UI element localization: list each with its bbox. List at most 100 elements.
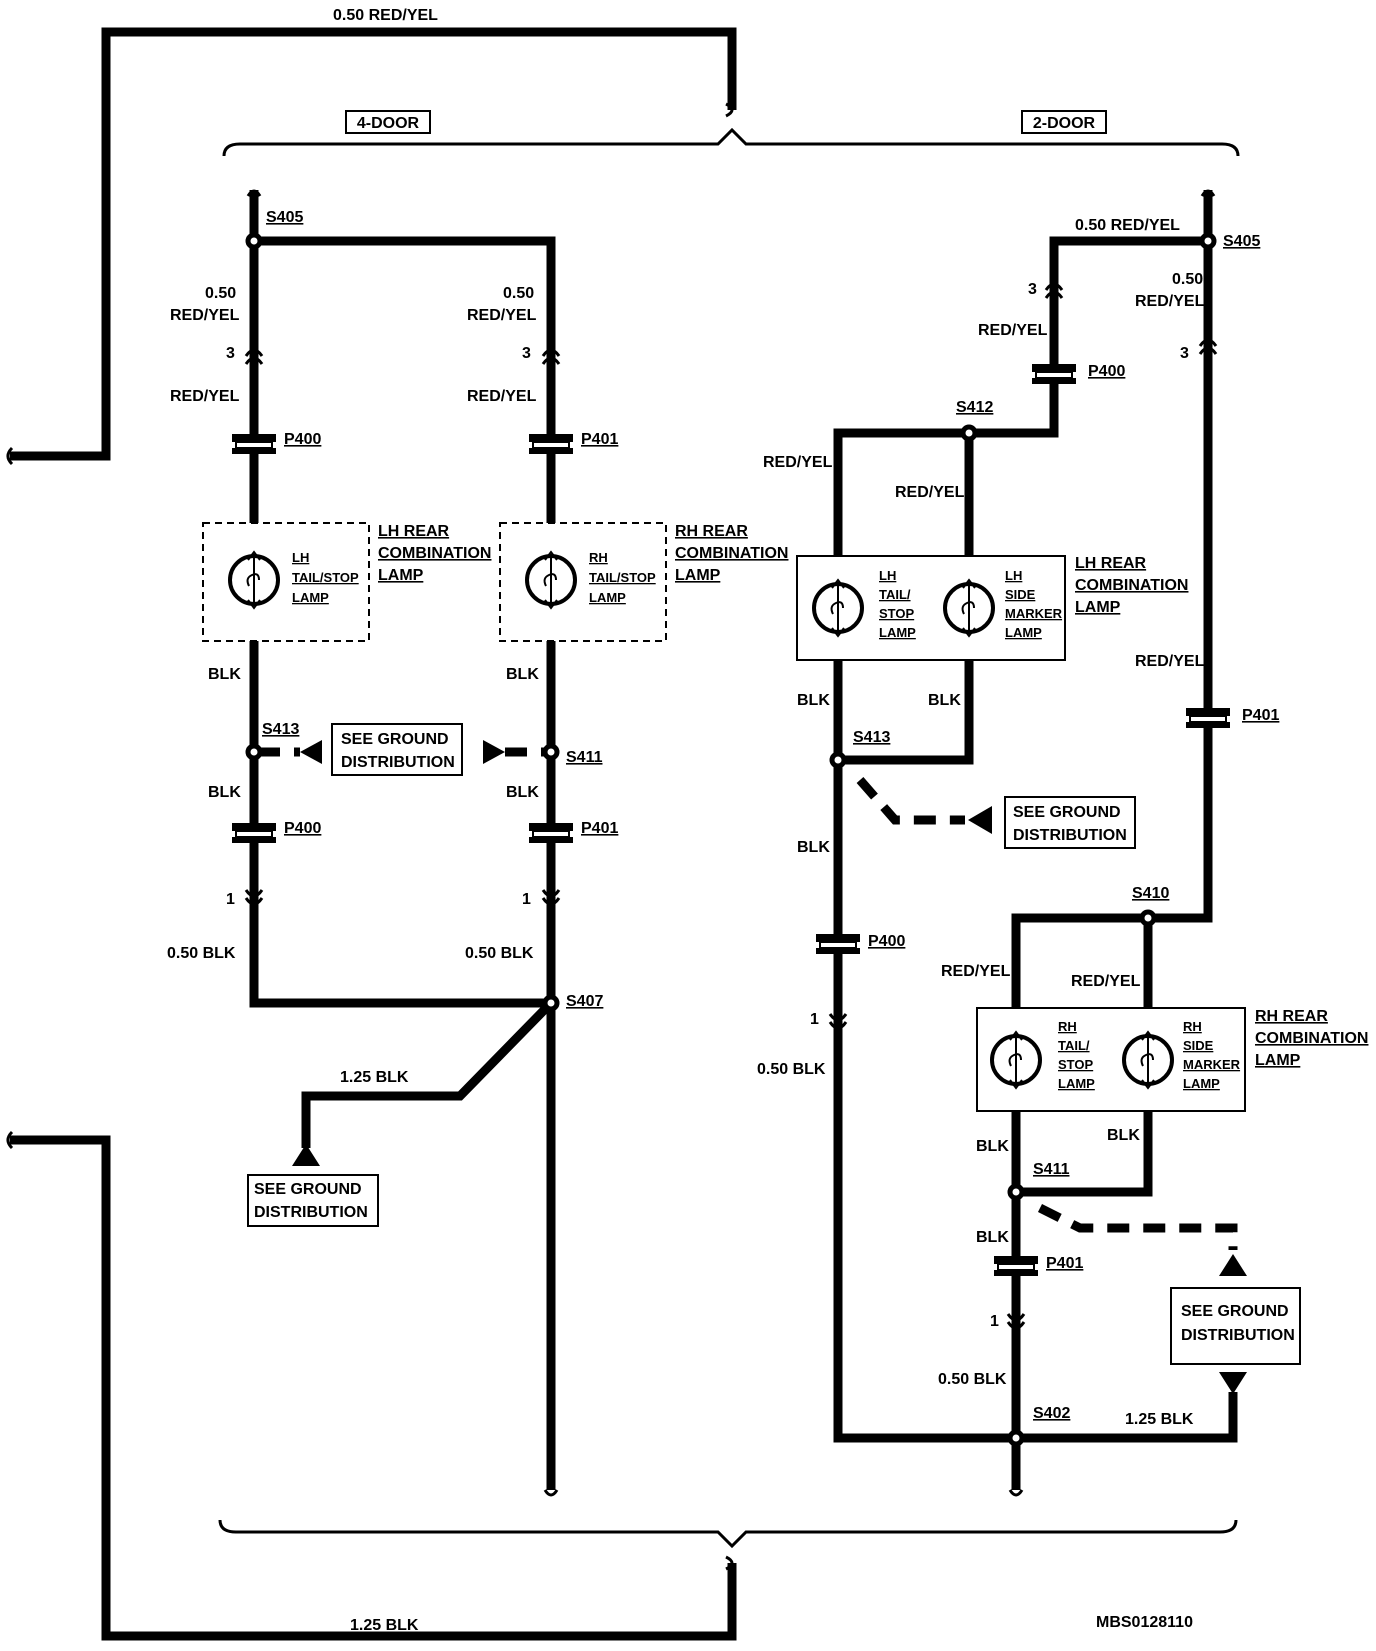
- lh4-wire-050blk: 0.50 BLK: [167, 945, 236, 962]
- d2-lh-marker-label-4: LAMP: [1005, 625, 1042, 640]
- d2-right-wire-redyel-1: RED/YEL: [1135, 293, 1205, 310]
- ground-text-2d-bot-1: SEE GROUND: [1181, 1303, 1289, 1320]
- d2-rh-pin1: 1: [990, 1313, 999, 1330]
- d2-rh-combo-label-3: LAMP: [1255, 1052, 1301, 1069]
- d2-s402-ground-arrow: [1219, 1372, 1247, 1394]
- d2-right-wire-050: 0.50: [1172, 271, 1203, 288]
- lh4-ground-arrow: [300, 740, 322, 764]
- four-door-box: [345, 110, 431, 134]
- d2-top-redyel: [833, 236, 1208, 558]
- d2-lh-marker-label-2: SIDE: [1005, 587, 1036, 602]
- ground-text-4d-mid-2: DISTRIBUTION: [254, 1204, 368, 1221]
- d2-lh-blk: [833, 660, 1016, 1443]
- d2-p400-pin3-mark: [1044, 282, 1064, 299]
- d2-lh-ground-arrow: [968, 806, 992, 834]
- d2-lh-tail-label-4: LAMP: [879, 625, 916, 640]
- rh4-lamp-label-3: LAMP: [589, 590, 626, 605]
- d2-rh-ground-dash: [1037, 1203, 1238, 1250]
- lh4-p400-top-connector: [232, 434, 276, 454]
- ground-box-2d-top: [1004, 796, 1136, 849]
- rh4-pin3: 3: [522, 345, 531, 362]
- s411-4d-label: S411: [566, 749, 603, 766]
- d2-rh-pin1-mark: [1006, 1313, 1026, 1330]
- lh4-top-break: [246, 189, 262, 197]
- top-loop-break: [725, 102, 734, 118]
- d2-s402-ground-wire-label: 1.25 BLK: [1125, 1411, 1194, 1428]
- d2-lh-tail-label-2: TAIL/: [879, 587, 911, 602]
- s407-label: S407: [566, 993, 603, 1010]
- d2-p401-pin3: 3: [1180, 345, 1189, 362]
- d2-rh-marker-label-4: LAMP: [1183, 1076, 1220, 1091]
- figure-id: MBS0128110: [1096, 1614, 1193, 1631]
- rh4-p401-bot-label: P401: [581, 820, 618, 837]
- d2-lh-combo-label-2: COMBINATION: [1075, 577, 1188, 594]
- lh4-combo-label-1: LH REAR: [378, 523, 450, 540]
- rh4-ground-arrow: [483, 740, 505, 764]
- rh4-lamp-label-1: RH: [589, 550, 608, 565]
- d2-lh-marker-label-1: LH: [1005, 568, 1022, 583]
- lh4-combo-label-3: LAMP: [378, 567, 424, 584]
- ground-text-4d-top-2: DISTRIBUTION: [341, 754, 455, 771]
- d2-lh-side-marker-lamp-icon: [943, 578, 995, 638]
- d2-rh-ground-arrow-up: [1219, 1254, 1247, 1276]
- ground-box-4d-top: [331, 723, 463, 776]
- rh4-rear-combo-box: [499, 522, 667, 642]
- d2-rh-wire-blk-2: BLK: [976, 1229, 1009, 1246]
- top-loop-wire: [10, 27, 737, 461]
- d2-p400-wire-redyel: RED/YEL: [978, 322, 1048, 339]
- four-door-label: 4-DOOR: [357, 115, 420, 132]
- two-door-box: [1021, 110, 1107, 134]
- d2-rh-tail-label-4: LAMP: [1058, 1076, 1095, 1091]
- d2-p401-mid-connector: [1186, 708, 1230, 728]
- rh4-combo-label-1: RH REAR: [675, 523, 748, 540]
- d2-p401-rh-label: P401: [1046, 1255, 1083, 1272]
- rh4-pin1-mark: [541, 889, 561, 906]
- d2-rh-rear-combo-box: [976, 1007, 1246, 1112]
- d2-p401-mid-label: P401: [1242, 707, 1279, 724]
- lh4-rear-combo-box: [202, 522, 370, 642]
- d2-rh-wire-redyel-2: RED/YEL: [1071, 973, 1141, 990]
- s405-2d-node: [1199, 232, 1217, 250]
- s410-node: [1139, 909, 1157, 927]
- d2-lh-pin1-mark: [828, 1013, 848, 1030]
- ground-box-2d-bot: [1170, 1287, 1301, 1365]
- d2-rh-combo-label-1: RH REAR: [1255, 1008, 1328, 1025]
- d2-lh-marker-label-3: MARKER: [1005, 606, 1063, 621]
- rh4-wire-redyel-1: RED/YEL: [467, 307, 537, 324]
- d2-lh-tail-label-3: STOP: [879, 606, 914, 621]
- d2-p400-lh-label: P400: [868, 933, 905, 950]
- s413-2d-node: [829, 751, 847, 769]
- rh4-bottom-break: [543, 1489, 559, 1497]
- lh4-wire-red: [249, 190, 556, 523]
- lh4-p400-top-label: P400: [284, 431, 321, 448]
- ground-text-2d-bot-2: DISTRIBUTION: [1181, 1327, 1295, 1344]
- ground-text-2d-top-2: DISTRIBUTION: [1013, 827, 1127, 844]
- s411-2d-node: [1007, 1183, 1025, 1201]
- lh4-pin3: 3: [226, 345, 235, 362]
- d2-rh-side-marker-lamp-icon: [1122, 1030, 1174, 1090]
- lh4-lamp-label-2: TAIL/STOP: [292, 570, 359, 585]
- d2-lh-wire-redyel: RED/YEL: [763, 454, 833, 471]
- d2-right-wire-redyel-2: RED/YEL: [1135, 653, 1205, 670]
- rh4-combo-label-2: COMBINATION: [675, 545, 788, 562]
- d2-rh-marker-blk: [1016, 1110, 1153, 1197]
- lh4-wire-blk-2: BLK: [208, 784, 241, 801]
- d2-rh-wire-redyel-1: RED/YEL: [941, 963, 1011, 980]
- left-break-top: [6, 446, 14, 466]
- top-wire-label: 0.50 RED/YEL: [333, 7, 438, 24]
- d2-lh-ground-dash: [856, 777, 965, 825]
- s413-2d-label: S413: [853, 729, 890, 746]
- ground-arrow-4d-mid: [292, 1144, 320, 1166]
- s402-label: S402: [1033, 1405, 1070, 1422]
- d2-lh-wire-blk-1: BLK: [797, 692, 830, 709]
- bottom-loop-break: [725, 1555, 734, 1571]
- d2-lh-combo-label-1: LH REAR: [1075, 555, 1147, 572]
- rh4-pin3-mark: [541, 348, 561, 365]
- ground-text-4d-mid-1: SEE GROUND: [254, 1181, 362, 1198]
- top-brace: [222, 127, 1240, 157]
- lh4-pin1-mark: [244, 889, 264, 906]
- rh4-p401-top-connector: [529, 434, 573, 454]
- s411-2d-label: S411: [1033, 1161, 1070, 1178]
